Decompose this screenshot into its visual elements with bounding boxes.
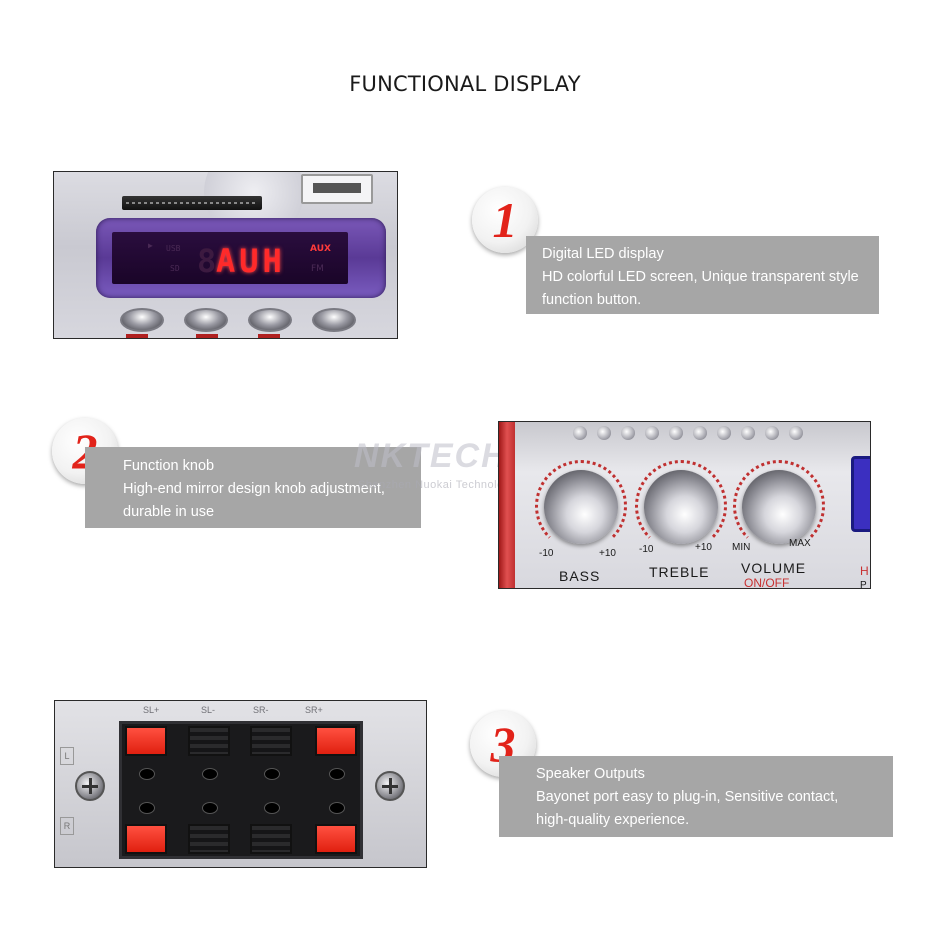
play-icon: ▶	[148, 241, 153, 250]
indicator-led	[669, 426, 683, 440]
prev-button	[120, 308, 164, 332]
bass-max-label: +10	[599, 548, 616, 559]
feature-3-heading: Speaker Outputs	[536, 766, 645, 782]
usb-port	[301, 174, 373, 204]
terminal-hole	[202, 802, 218, 814]
indicator-led	[789, 426, 803, 440]
watermark-subtitle: Shenzhen Nuokai Technology	[358, 479, 517, 491]
treble-scale-ring	[635, 460, 727, 552]
page-title: FUNCTIONAL DISPLAY	[349, 72, 581, 96]
feature-2-line2: durable in use	[123, 504, 215, 520]
terminal-clip-black	[250, 824, 292, 854]
watermark-logo: NKTECH	[354, 437, 508, 475]
terminal-clip-red	[125, 726, 167, 756]
terminal-clip-black	[250, 726, 292, 756]
led-readout: AUH	[216, 242, 286, 280]
indicator-led	[597, 426, 611, 440]
terminal-hole	[264, 768, 280, 780]
bass-scale-ring	[535, 460, 627, 552]
treble-max-label: +10	[695, 542, 712, 553]
volume-label: VOLUME	[741, 560, 807, 576]
feature-1-description: Digital LED display HD colorful LED scre…	[526, 236, 879, 314]
terminal-hole	[329, 802, 345, 814]
left-channel-mark: L	[60, 747, 74, 765]
volume-knob	[742, 470, 816, 544]
indicator-led	[645, 426, 659, 440]
next-button	[248, 308, 292, 332]
led-display-photo: ▶ USB SD 8 AUH AUX FM	[53, 171, 398, 339]
led-aux-label: AUX	[310, 244, 331, 254]
terminal-hole	[329, 768, 345, 780]
right-channel-mark: R	[60, 817, 74, 835]
feature-1-heading: Digital LED display	[542, 246, 664, 262]
bass-min-label: -10	[539, 548, 554, 559]
side-letter: P	[860, 580, 867, 589]
terminal-clip-red	[315, 726, 357, 756]
led-fm-label: FM	[311, 264, 324, 274]
left-screw-icon	[75, 771, 105, 801]
terminal-block	[119, 721, 363, 859]
mode-button	[184, 308, 228, 332]
onoff-label: ON/OFF	[744, 576, 790, 589]
indicator-led	[717, 426, 731, 440]
feature-3-line2: high-quality experience.	[536, 812, 690, 828]
feature-3-line1: Bayonet port easy to plug-in, Sensitive …	[536, 789, 839, 805]
terminal-clip-black	[188, 726, 230, 756]
knob-photo: -10 +10 BASS -10 +10 TREBLE MIN MAX VOLU…	[498, 421, 871, 589]
next-button-mark	[252, 333, 296, 338]
terminal-clip-red	[125, 824, 167, 854]
bass-knob	[544, 470, 618, 544]
terminal-clip-black	[188, 824, 230, 854]
led-ghost-digit: 8	[197, 242, 217, 280]
terminal-hole	[264, 802, 280, 814]
terminal-hole	[202, 768, 218, 780]
feature-1-line1: HD colorful LED screen, Unique transpare…	[542, 269, 859, 285]
terminal-label-sl-minus: SL-	[201, 705, 216, 715]
feature-1-number: 1	[492, 192, 518, 248]
indicator-led	[621, 426, 635, 440]
volume-min-label: MIN	[732, 542, 751, 553]
feature-1-line2: function button.	[542, 292, 642, 308]
terminal-label-sr-minus: SR-	[253, 705, 269, 715]
indicator-led	[765, 426, 779, 440]
terminal-label-sl-plus: SL+	[143, 705, 160, 715]
led-sd-label: SD	[170, 264, 180, 273]
terminal-label-sr-plus: SR+	[305, 705, 323, 715]
led-screen	[112, 232, 348, 284]
sd-card-slot	[122, 196, 262, 210]
terminal-hole	[139, 802, 155, 814]
mode-button-mark	[190, 333, 234, 338]
terminal-clip-red	[315, 824, 357, 854]
play-button	[312, 308, 356, 332]
treble-knob	[644, 470, 718, 544]
indicator-led	[741, 426, 755, 440]
feature-2-description: Function knob High-end mirror design kno…	[85, 447, 421, 528]
side-red-mark: H	[860, 564, 869, 578]
feature-3-description: Speaker Outputs Bayonet port easy to plu…	[499, 756, 893, 837]
led-usb-label: USB	[166, 244, 181, 253]
treble-min-label: -10	[639, 544, 654, 555]
treble-label: TREBLE	[649, 564, 710, 580]
terminal-hole	[139, 768, 155, 780]
blue-side-panel	[851, 456, 870, 532]
prev-button-mark	[120, 333, 164, 338]
feature-2-line1: High-end mirror design knob adjustment,	[123, 481, 385, 497]
indicator-led	[573, 426, 587, 440]
speaker-terminal-photo: SL+ SL- SR- SR+ L R	[54, 700, 427, 868]
volume-scale-ring	[733, 460, 825, 552]
right-screw-icon	[375, 771, 405, 801]
bass-label: BASS	[559, 568, 601, 584]
feature-2-heading: Function knob	[123, 458, 215, 474]
indicator-led	[693, 426, 707, 440]
red-side-panel	[499, 422, 515, 588]
volume-max-label: MAX	[789, 538, 811, 549]
